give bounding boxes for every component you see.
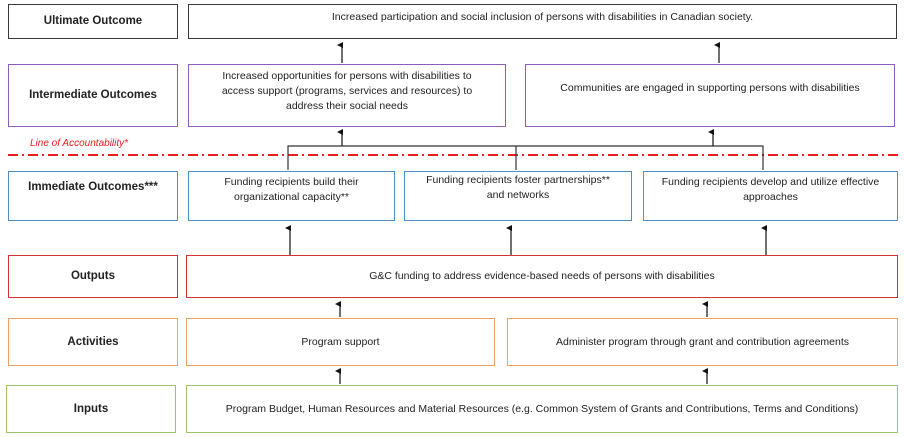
row-label-activities: Activities [8, 318, 178, 366]
immediate-outcome-box-1: Funding recipients build their organizat… [188, 171, 395, 221]
ultimate-outcome-box: Increased participation and social inclu… [188, 4, 897, 39]
immediate-outcome-box-3: Funding recipients develop and utilize e… [643, 171, 898, 221]
intermediate-outcome-box-1: Increased opportunities for persons with… [188, 64, 506, 127]
immediate-outcome-box-2: Funding recipients foster partnerships**… [404, 171, 632, 221]
activity-box-1: Program support [186, 318, 495, 366]
outputs-box: G&C funding to address evidence-based ne… [186, 255, 898, 298]
row-label-intermediate-outcomes: Intermediate Outcomes [8, 64, 178, 127]
row-label-inputs: Inputs [6, 385, 176, 433]
row-label-outputs: Outputs [8, 255, 178, 298]
row-label-ultimate-outcome: Ultimate Outcome [8, 4, 178, 39]
immediate-bracket [287, 145, 764, 170]
inputs-box: Program Budget, Human Resources and Mate… [186, 385, 898, 433]
row-label-immediate-outcomes: Immediate Outcomes*** [8, 171, 178, 221]
activity-box-2: Administer program through grant and con… [507, 318, 898, 366]
intermediate-outcome-box-2: Communities are engaged in supporting pe… [525, 64, 895, 127]
line-of-accountability-label: Line of Accountability* [30, 138, 129, 149]
